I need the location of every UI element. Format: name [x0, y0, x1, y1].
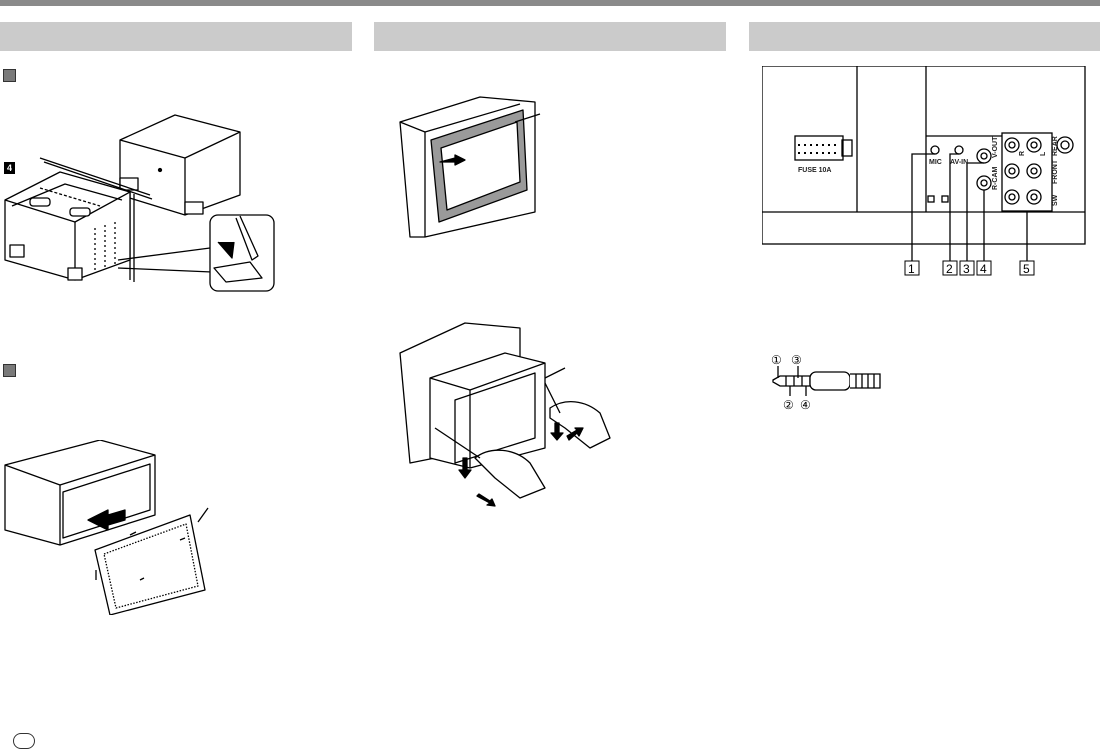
sw-label: SW [1052, 194, 1059, 206]
plug-callout-3: ③ [791, 353, 802, 367]
step-marker-2 [3, 364, 16, 377]
section-bar-left [0, 22, 352, 51]
mini-plug-illustration: ① ③ ② ④ [771, 353, 881, 412]
trim-frame-illustration [399, 96, 541, 238]
callout-2: 2 [946, 262, 953, 276]
connector-panel: FUSE 10A MIC AV-IN V-OUT R-CAM R L REAR … [762, 66, 1086, 276]
page-number-oval [13, 733, 35, 749]
top-rule [0, 0, 1100, 6]
r-label: R [1019, 151, 1026, 156]
removal-keys-illustration [399, 322, 611, 507]
callout-1: 1 [908, 262, 915, 276]
plug-callout-4: ④ [800, 398, 811, 412]
sleeve-mounting-illustration [4, 114, 275, 292]
step-marker-1 [3, 69, 16, 82]
callout-3: 3 [963, 262, 970, 276]
section-bar-right [749, 22, 1100, 51]
callout-5: 5 [1023, 262, 1030, 276]
front-label: FRONT [1052, 159, 1059, 184]
callout-4: 4 [980, 262, 987, 276]
v-out-label: V-OUT [992, 136, 999, 158]
step-badge-4: 4 [4, 162, 15, 174]
l-label: L [1040, 151, 1047, 156]
plug-callout-2: ② [783, 398, 794, 412]
mic-label: MIC [929, 159, 942, 166]
rear-label: REAR [1052, 136, 1059, 156]
fuse-label: FUSE 10A [798, 167, 831, 174]
plug-callout-1: ① [771, 353, 782, 367]
section-bar-middle [374, 22, 726, 51]
av-in-label: AV-IN [950, 159, 968, 166]
r-cam-label: R-CAM [992, 167, 999, 190]
trim-plate-illustration [4, 440, 209, 615]
